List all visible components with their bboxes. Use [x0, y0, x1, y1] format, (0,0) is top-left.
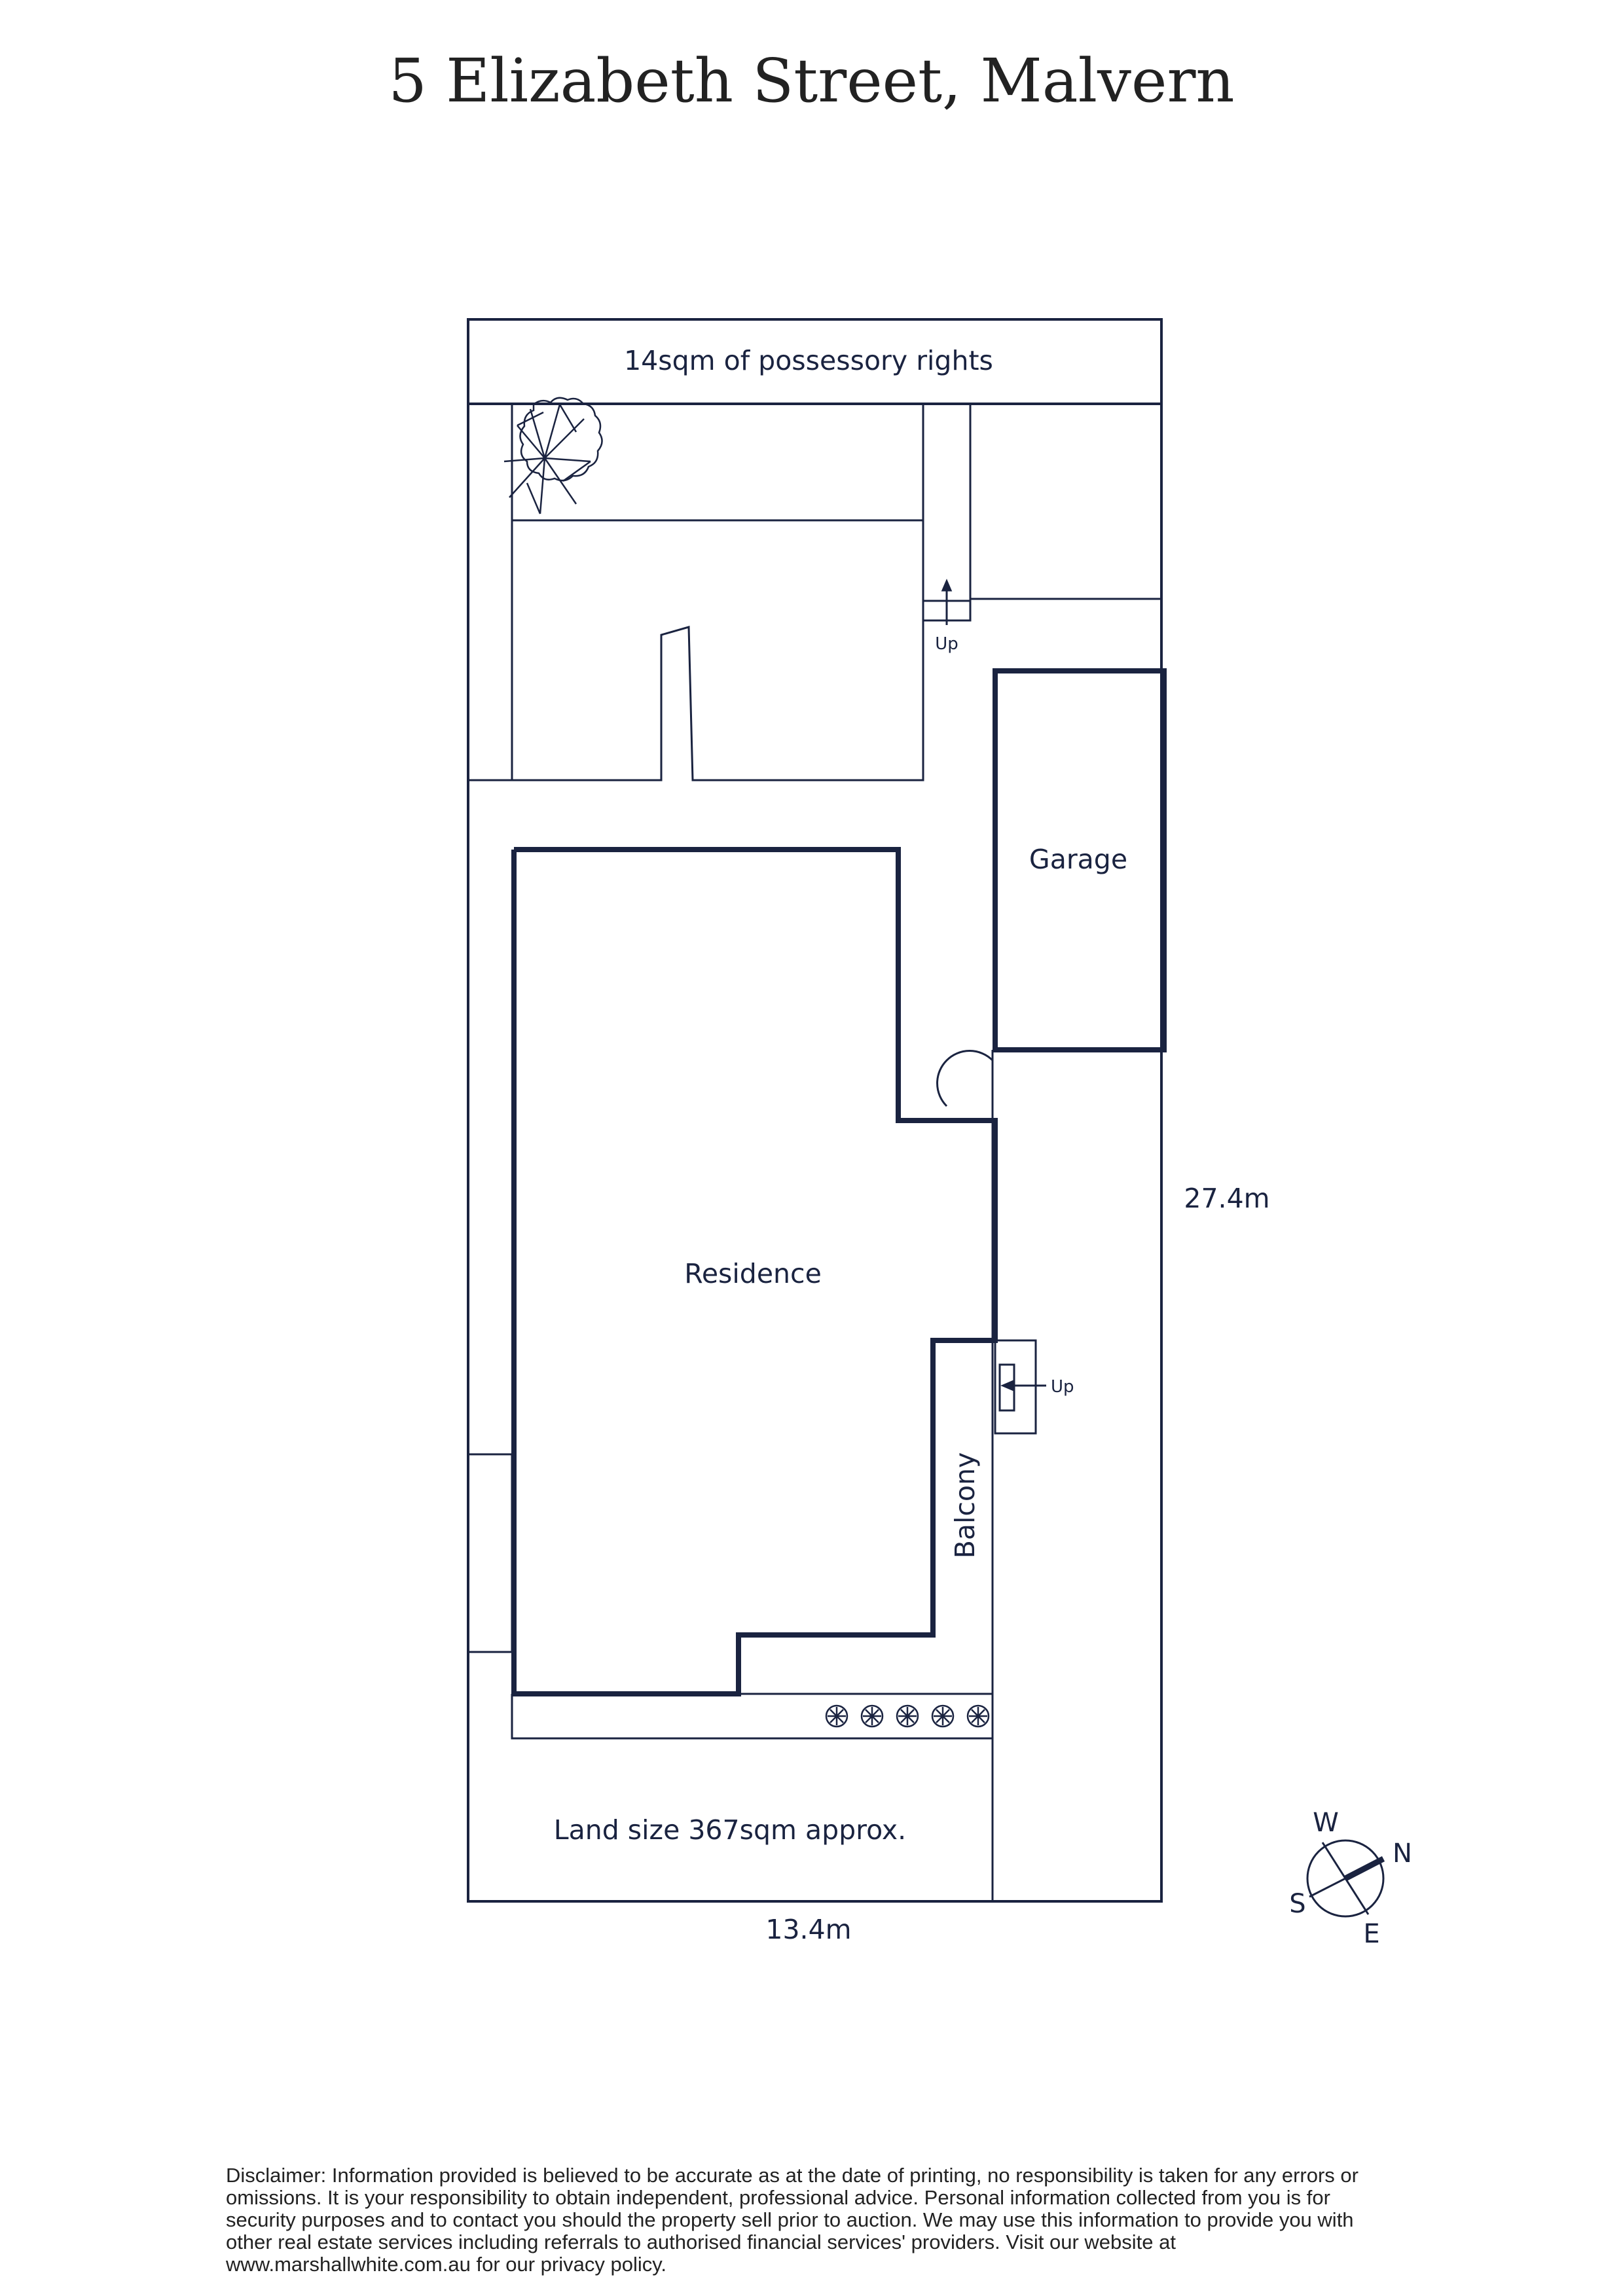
side-stairs-box	[994, 1339, 1037, 1435]
balcony-label: Balcony	[949, 1452, 981, 1559]
rear-yard-outline	[468, 404, 924, 781]
dimension-side: 27.4m	[1184, 1183, 1269, 1214]
shrub-icon	[896, 1704, 919, 1728]
side-stairs-step	[998, 1363, 1015, 1412]
shrub-icon	[825, 1704, 848, 1728]
shrub-icon	[931, 1704, 955, 1728]
up-arrow-top-head	[941, 579, 953, 592]
shrub-icon	[966, 1704, 990, 1728]
disclaimer-text: Disclaimer: Information provided is beli…	[226, 2164, 1359, 2276]
shrub-icon	[860, 1704, 884, 1728]
residence-walls	[511, 847, 998, 1696]
compass-w: W	[1313, 1808, 1339, 1838]
land-size-label: Land size 367sqm approx.	[554, 1814, 906, 1846]
possessory-rights-label: 14sqm of possessory rights	[624, 345, 993, 376]
compass-n: N	[1393, 1839, 1412, 1869]
residence-label: Residence	[684, 1258, 822, 1289]
tree-icon	[503, 397, 603, 514]
door-swing	[936, 1050, 994, 1107]
up-arrow-side-head	[1000, 1380, 1013, 1391]
garage-walls	[993, 668, 1167, 1052]
page-title: 5 Elizabeth Street, Malvern	[388, 46, 1235, 116]
up-label-top: Up	[935, 634, 958, 654]
compass-e: E	[1363, 1919, 1379, 1949]
up-label-side: Up	[1051, 1377, 1074, 1397]
compass-icon: W N S E	[1289, 1808, 1412, 1949]
dimension-bottom: 13.4m	[765, 1914, 851, 1945]
shrub-row	[825, 1704, 990, 1728]
garden-bed	[511, 1694, 993, 1740]
compass-s: S	[1289, 1889, 1305, 1919]
property-boundary	[467, 318, 1163, 1903]
garage-label: Garage	[1029, 844, 1127, 875]
side-strip	[467, 1453, 513, 1653]
